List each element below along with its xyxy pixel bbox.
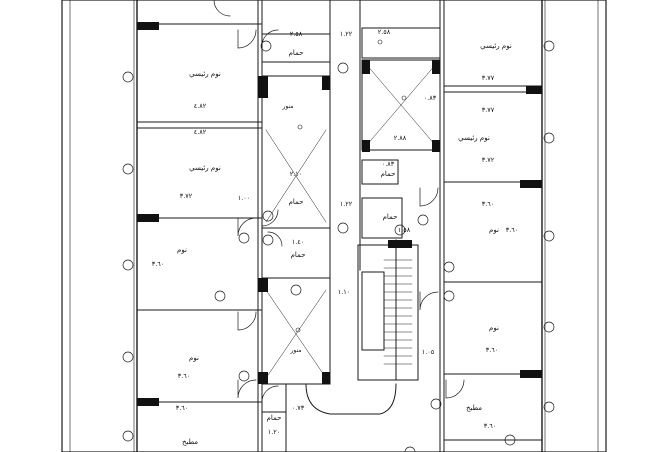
floor-drains	[295, 39, 407, 333]
columns	[137, 22, 542, 406]
room-label-bed-l2: نوم	[189, 354, 199, 362]
dim-label: ١.٢٢	[340, 200, 353, 208]
room-label-bath-l4: حمام	[267, 414, 282, 422]
room-label-kitchen-l: مطبخ	[182, 438, 198, 446]
room-label-master-bed-r2: نوم رئيسي	[458, 134, 490, 142]
dim-label: ١.٢٢	[340, 30, 353, 38]
dim-label: ٣.٦٠	[178, 372, 191, 380]
dim-label: ١.١٠	[338, 288, 351, 296]
dim-label: ٤.٨٢	[194, 128, 207, 136]
dim-label: ٢.١٠	[290, 170, 303, 178]
dim-label: ٠.٨٣	[424, 94, 437, 102]
right-core-walls	[361, 0, 445, 452]
room-label-bath-r2: حمام	[383, 213, 398, 221]
dim-label: ١.٢٠	[268, 428, 281, 436]
dim-label: ٣.٦٠	[482, 200, 495, 208]
grid-markers	[122, 40, 555, 452]
dim-label: ٣.٧٢	[180, 192, 193, 200]
light-well-crosses-right	[365, 63, 437, 147]
room-labels: نوم رئيسي نوم رئيسي نوم نوم مطبخ حمام حم…	[177, 42, 512, 446]
room-label-bath-l1: حمام	[289, 49, 304, 57]
room-label-bath-l3: حمام	[291, 251, 306, 259]
dim-label: ٣.٧٧	[482, 74, 495, 82]
dim-label: ٣.٧٢	[482, 156, 495, 164]
room-label-lightwell-l2: منور	[289, 347, 301, 354]
dim-label: ٢.٨٨	[394, 134, 407, 142]
room-label-bed-l1: نوم	[177, 246, 187, 254]
dim-label: ٠.٧٣	[292, 404, 305, 412]
dim-label: ٣.٦٠	[484, 422, 497, 430]
room-label-kitchen-r: مطبخ	[466, 404, 482, 412]
outer-walls	[133, 0, 546, 452]
frame-border	[61, 0, 607, 452]
dim-label: ٣.٦٠	[152, 260, 165, 268]
room-label-bed-r2: نوم	[489, 324, 499, 332]
dim-label: ١.٠٠	[238, 194, 251, 202]
dim-label: ٣.٦٠	[176, 404, 189, 412]
dim-label: ٣.٦٠	[506, 226, 519, 234]
stair-core	[305, 0, 419, 415]
room-label-master-bed-l2: نوم رئيسي	[189, 164, 221, 172]
dim-label: ٠.٨٣	[382, 160, 395, 168]
dim-label: ٣.٦٠	[486, 346, 499, 354]
room-label-bath-l2: حمام	[289, 198, 304, 206]
dim-label: ٢.٥٨	[378, 28, 391, 36]
left-wing-walls	[136, 0, 263, 452]
dim-label: ١.٠٥	[422, 348, 435, 356]
dimension-labels: ٤.٨٢ ٤.٨٢ ٣.٧٢ ٣.٦٠ ٣.٦٠ ٣.٦٠ ٣.٧٧ ٣.٧٧ …	[152, 28, 519, 436]
dim-label: ١.٥٨	[398, 226, 411, 234]
dim-label: ٣.٧٧	[482, 106, 495, 114]
stair-treads	[383, 259, 413, 365]
light-well-crosses-left	[265, 129, 327, 379]
room-label-lightwell-l1: منور	[281, 103, 293, 110]
room-label-master-bed-l1: نوم رئيسي	[189, 70, 221, 78]
dim-label: ٤.٨٢	[194, 102, 207, 110]
room-label-bed-r1: نوم	[489, 226, 499, 234]
dim-label: ١.٤٠	[292, 238, 305, 246]
door-swings	[213, 0, 465, 403]
room-label-bath-r1: حمام	[381, 170, 396, 178]
window-marks	[136, 29, 543, 361]
room-label-master-bed-r1: نوم رئيسي	[480, 42, 512, 50]
dim-label: ٢.٥٨	[290, 30, 303, 38]
